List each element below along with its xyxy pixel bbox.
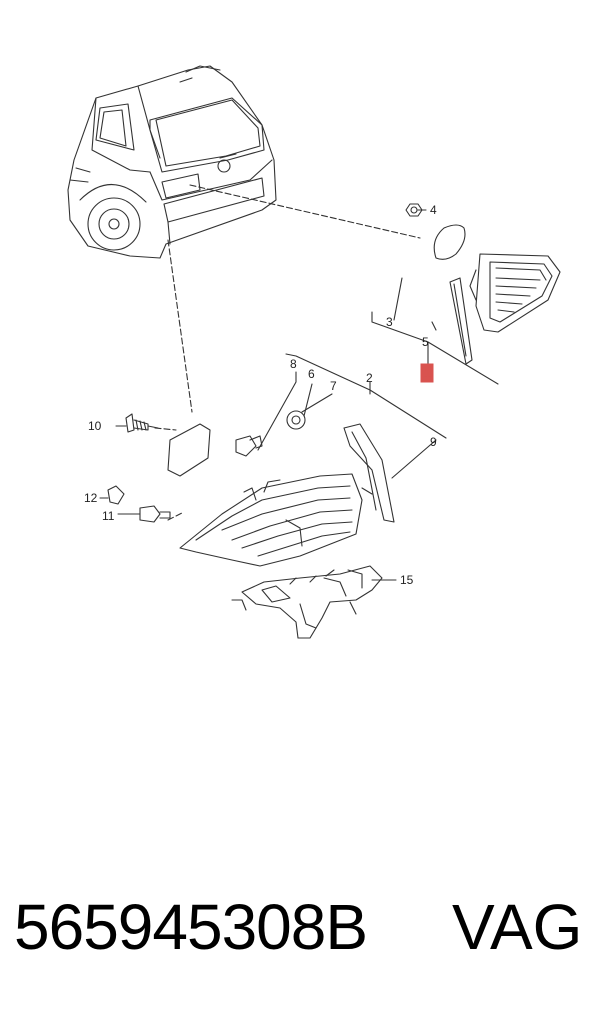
label-3: 3 <box>386 315 393 329</box>
leader-lines <box>154 184 421 521</box>
caption: 565945308B VAG <box>0 890 600 980</box>
brand-name: VAG <box>452 891 583 963</box>
part-gasket <box>167 423 211 477</box>
label-8: 8 <box>290 357 297 371</box>
label-9: 9 <box>430 435 437 449</box>
label-15: 15 <box>400 573 414 587</box>
part-11-bolt <box>139 505 171 523</box>
part-7-grommet <box>286 410 306 430</box>
label-2: 2 <box>366 371 373 385</box>
part-9-bracket <box>343 423 395 523</box>
part-12-clip <box>107 485 125 505</box>
part-labels: 1 2 3 4 5 6 7 8 9 10 11 12 15 <box>84 203 437 587</box>
label-6: 6 <box>308 367 315 381</box>
highlight-box <box>420 363 434 383</box>
label-11: 11 <box>102 509 115 523</box>
part-3-cover <box>433 224 466 260</box>
part-8-bulb <box>235 435 263 457</box>
label-5: 5 <box>422 335 429 349</box>
part-number: 565945308B <box>14 891 368 963</box>
car-rear-illustration <box>67 65 277 259</box>
part-15-wiring-harness <box>231 565 383 639</box>
label-1: 1 <box>424 366 431 380</box>
part-5-strip <box>449 277 473 365</box>
part-4-nut <box>405 203 423 217</box>
bracket-lines <box>99 209 499 581</box>
exploded-parts-diagram: 1 2 3 4 5 6 7 8 9 10 11 12 15 <box>67 65 561 639</box>
label-12: 12 <box>84 491 98 505</box>
label-7: 7 <box>330 379 337 393</box>
label-10: 10 <box>88 419 102 433</box>
label-4: 4 <box>430 203 437 217</box>
part-10-screw <box>125 413 159 433</box>
part-2-tail-light-outer <box>179 473 363 567</box>
part-1-tail-light <box>469 253 561 333</box>
